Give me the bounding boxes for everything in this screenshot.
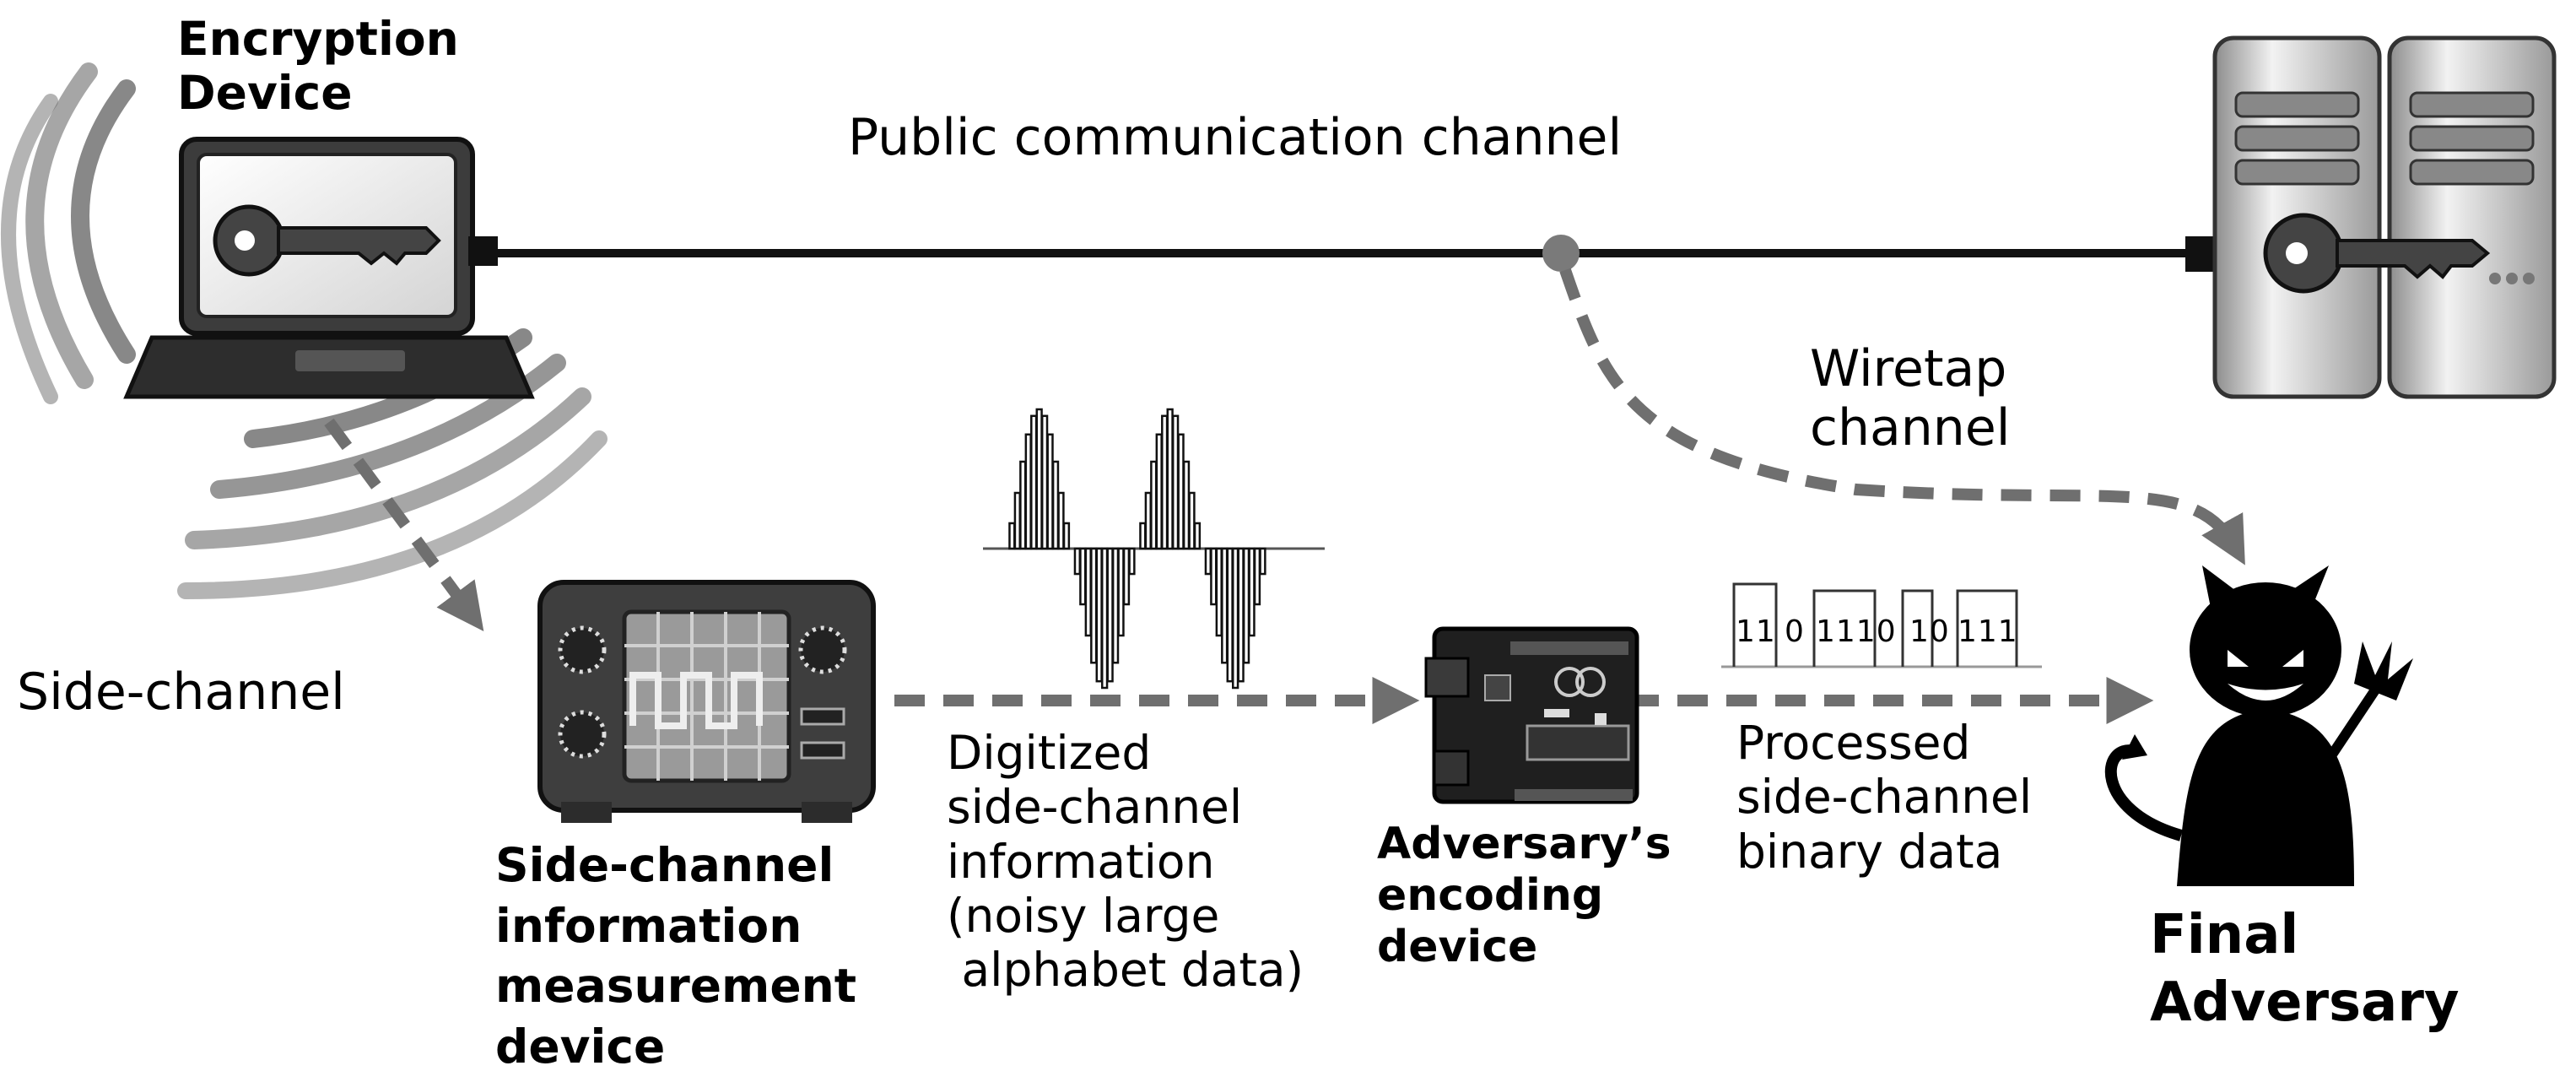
laptop-with-key-icon <box>123 137 535 399</box>
wiretap-channel-label: Wiretap channel <box>1810 339 2011 458</box>
bit-group-5: 111 <box>1958 614 2018 649</box>
processed-data-label: Processed side-channel binary data <box>1736 716 2033 879</box>
measurement-device-label: Side-channel information measurement dev… <box>495 838 857 1074</box>
final-adversary-label: Final Adversary <box>2150 904 2460 1034</box>
server-with-key-icon <box>2185 35 2557 399</box>
binary-pulse-train <box>1721 582 2042 668</box>
encryption-device-label: Encryption Device <box>177 12 459 121</box>
bit-group-2: 0 <box>1785 614 1805 649</box>
wiretap-arrow <box>1559 268 2245 565</box>
side-channel-label: Side-channel <box>17 663 345 722</box>
bit-group-1: 11 <box>1736 614 1776 649</box>
arduino-board-icon <box>1424 626 1639 804</box>
side-channel-arrow <box>324 418 484 632</box>
oscilloscope-icon <box>537 580 876 823</box>
bit-group-3: 1110 <box>1816 614 1897 649</box>
bit-group-4: 10 <box>1909 614 1950 649</box>
tap-point <box>1542 235 1580 272</box>
devil-adversary-icon <box>2104 565 2413 886</box>
encoding-device-label: Adversary’s encoding device <box>1377 819 1671 972</box>
digitized-info-label: Digitized side-channel information (nois… <box>947 726 1304 998</box>
digitized-waveform <box>983 408 1325 690</box>
public-channel-label: Public communication channel <box>848 108 1623 167</box>
